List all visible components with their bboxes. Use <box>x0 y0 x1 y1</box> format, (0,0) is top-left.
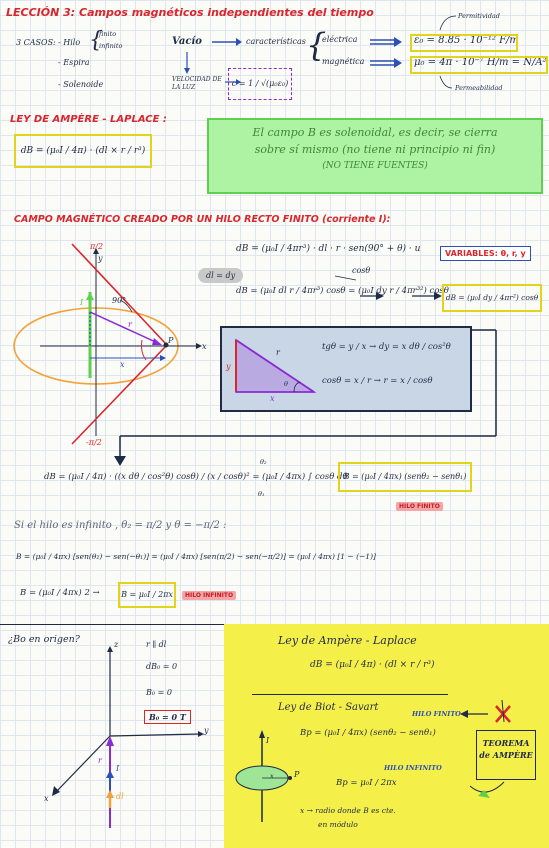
origen-step-2: dB₀ = 0 <box>146 662 178 671</box>
caso-solenoide: - Solenoide <box>58 80 104 89</box>
epsilon-value: ε₀ = 8.85 · 10⁻¹² F/m <box>414 35 519 46</box>
infinito-eq: B = (μ₀I / 4πx) [sen(θ₂) − sen(−θ₁)] = (… <box>16 552 376 561</box>
mu-value: μ₀ = 4π · 10⁻⁷ H/m = N/A² <box>414 57 547 68</box>
solenoidal-line1: El campo B es solenoidal, es decir, se c… <box>252 126 498 139</box>
x-axis-label: x <box>202 342 207 351</box>
orange-ellipse <box>13 307 179 385</box>
origen-question: ¿Bo en origen? <box>8 634 80 645</box>
infinito-result: B = μ₀I / 2πx <box>118 582 176 608</box>
cos-eq: cosθ = x / r → r = x / cosθ <box>322 376 433 386</box>
y-axis-label: y <box>98 254 103 263</box>
permeabilidad-label: Permeabilidad <box>455 84 503 92</box>
r-vec-label: r <box>128 320 132 329</box>
triangle-y: y <box>226 362 231 371</box>
solenoidal-line2: sobre sí mismo (no tiene ni principio ni… <box>254 143 496 156</box>
tg-eq: tgθ = y / x → dy = x dθ / cos²θ <box>322 342 451 352</box>
hilo-eq1: dB = (μ₀I / 4πr³) · dl · r · sen(90° + θ… <box>236 244 421 254</box>
infinito-tag: HILO INFINITO <box>182 591 237 600</box>
casos-label: 3 CASOS: <box>16 38 56 47</box>
hilo-finito: finito <box>99 30 117 38</box>
caso-espira: - Espira <box>58 58 90 67</box>
caracteristicas-label: características <box>246 37 306 46</box>
summary-i: I <box>266 736 270 745</box>
magnetica-label: magnética <box>322 57 365 66</box>
ley-ampere-formula: dB = (μ₀I / 4π) · (dl × r / r³) <box>14 134 152 168</box>
summary-finite-tag: HILO FINITO <box>412 710 461 718</box>
mu-box: μ₀ = 4π · 10⁻⁷ H/m = N/A² <box>410 56 549 74</box>
hilo-eq2: dB = (μ₀I dl r / 4πr³) cosθ = (μ₀I dy r … <box>236 286 449 296</box>
summary-x: x <box>270 772 274 780</box>
c-formula: c = 1 / √(μ₀ε₀) <box>228 68 292 100</box>
origen-dl: dl <box>116 792 124 801</box>
caracteristicas-brace: { <box>306 26 327 64</box>
variables-tag: VARIABLES: θ, r, y <box>440 246 531 261</box>
infinito-condition: Si el hilo es infinito , θ₂ = π/2 y θ = … <box>14 520 227 531</box>
summary-note-line2: en módulo <box>318 820 358 829</box>
origen-i: I <box>116 764 120 773</box>
hilo-infinito: infinito <box>99 42 123 50</box>
solenoidal-line3: (NO TIENE FUENTES) <box>322 161 428 171</box>
i-label: I <box>80 298 84 307</box>
integral-result: B = (μ₀I / 4πx) (senθ₂ − senθ₁) <box>338 462 472 492</box>
summary-note-line1: x → radio donde B es cte. <box>300 806 396 815</box>
integral-result-tag: HILO FINITO <box>396 502 443 511</box>
mu-box-border <box>410 56 548 74</box>
x-dist-label: x <box>120 360 125 369</box>
integral-lim-top: θ₂ <box>260 458 267 466</box>
hilo-eq2-result: dB = (μ₀I dy / 4πr²) cosθ <box>442 284 542 312</box>
summary-biot-title: Ley de Biot - Savart <box>278 702 379 713</box>
origen-axis-x: x <box>44 794 49 803</box>
hilo-title: CAMPO MAGNÉTICO CREADO POR UN HILO RECTO… <box>14 214 391 225</box>
vacio-label: Vacío <box>172 36 202 47</box>
summary-bp-infinite: Bp = μ₀I / 2πx <box>336 778 397 788</box>
summary-p: P <box>294 770 300 779</box>
origen-axis-z: z <box>114 640 119 649</box>
lesson-title: LECCIÓN 3: Campos magnéticos independien… <box>6 6 374 19</box>
triangle-theta: θ <box>284 380 288 388</box>
summary-panel <box>224 624 549 848</box>
triangle-r: r <box>276 348 280 357</box>
integral-lim-bot: θ₁ <box>258 490 265 498</box>
p-label: P <box>168 336 174 345</box>
electrica-label: eléctrica <box>322 35 358 44</box>
summary-bp-finite: Bp = (μ₀I / 4πx) (senθ₂ − senθ₁) <box>300 728 436 738</box>
summary-infinite-tag: HILO INFINITO <box>384 764 442 772</box>
summary-ampere-title: Ley de Ampère - Laplace <box>278 634 417 647</box>
deg90-label: 90° <box>112 296 127 305</box>
dl-dy-cloud: dl = dy <box>198 268 244 283</box>
origen-r-vec: r <box>98 756 102 765</box>
permitividad-label: Permitividad <box>458 12 500 20</box>
mpi2-label: -π/2 <box>86 438 102 447</box>
epsilon-box-border <box>410 34 518 52</box>
origen-step-3: B₀ = 0 <box>146 688 172 697</box>
hilo-brace: { <box>89 28 103 53</box>
pi2-label: π/2 <box>90 242 104 251</box>
triangle-box: r x y θ tgθ = y / x → dy = x dθ / cos²θ … <box>220 326 472 412</box>
origen-axis-y: y <box>204 726 209 735</box>
origen-step-4: B₀ = 0 T <box>144 710 191 724</box>
teorema-box: TEOREMA de AMPÈRE <box>476 730 536 780</box>
summary-ampere-formula: dB = (μ₀I / 4π) · (dl × r / r³) <box>310 660 435 670</box>
caso-hilo: - Hilo <box>58 38 81 47</box>
solenoidal-box: El campo B es solenoidal, es decir, se c… <box>207 118 543 194</box>
infinito-eq2: B = (μ₀I / 4πx) 2 → <box>20 588 100 598</box>
ley-ampere-title: LEY DE AMPÈRE - LAPLACE : <box>10 114 167 125</box>
hilo-costheta: cosθ <box>352 266 371 275</box>
triangle <box>235 338 317 393</box>
summary-separator <box>252 694 448 695</box>
velocidad-luz-label: VELOCIDAD DE LA LUZ <box>172 76 222 91</box>
triangle-x: x <box>270 394 275 403</box>
integral-eq: dB = (μ₀I / 4π) · ((x dθ / cos²θ) cosθ) … <box>44 472 348 482</box>
epsilon-box: ε₀ = 8.85 · 10⁻¹² F/m <box>410 34 523 52</box>
origen-step-1: r ∥ dl <box>146 640 167 649</box>
